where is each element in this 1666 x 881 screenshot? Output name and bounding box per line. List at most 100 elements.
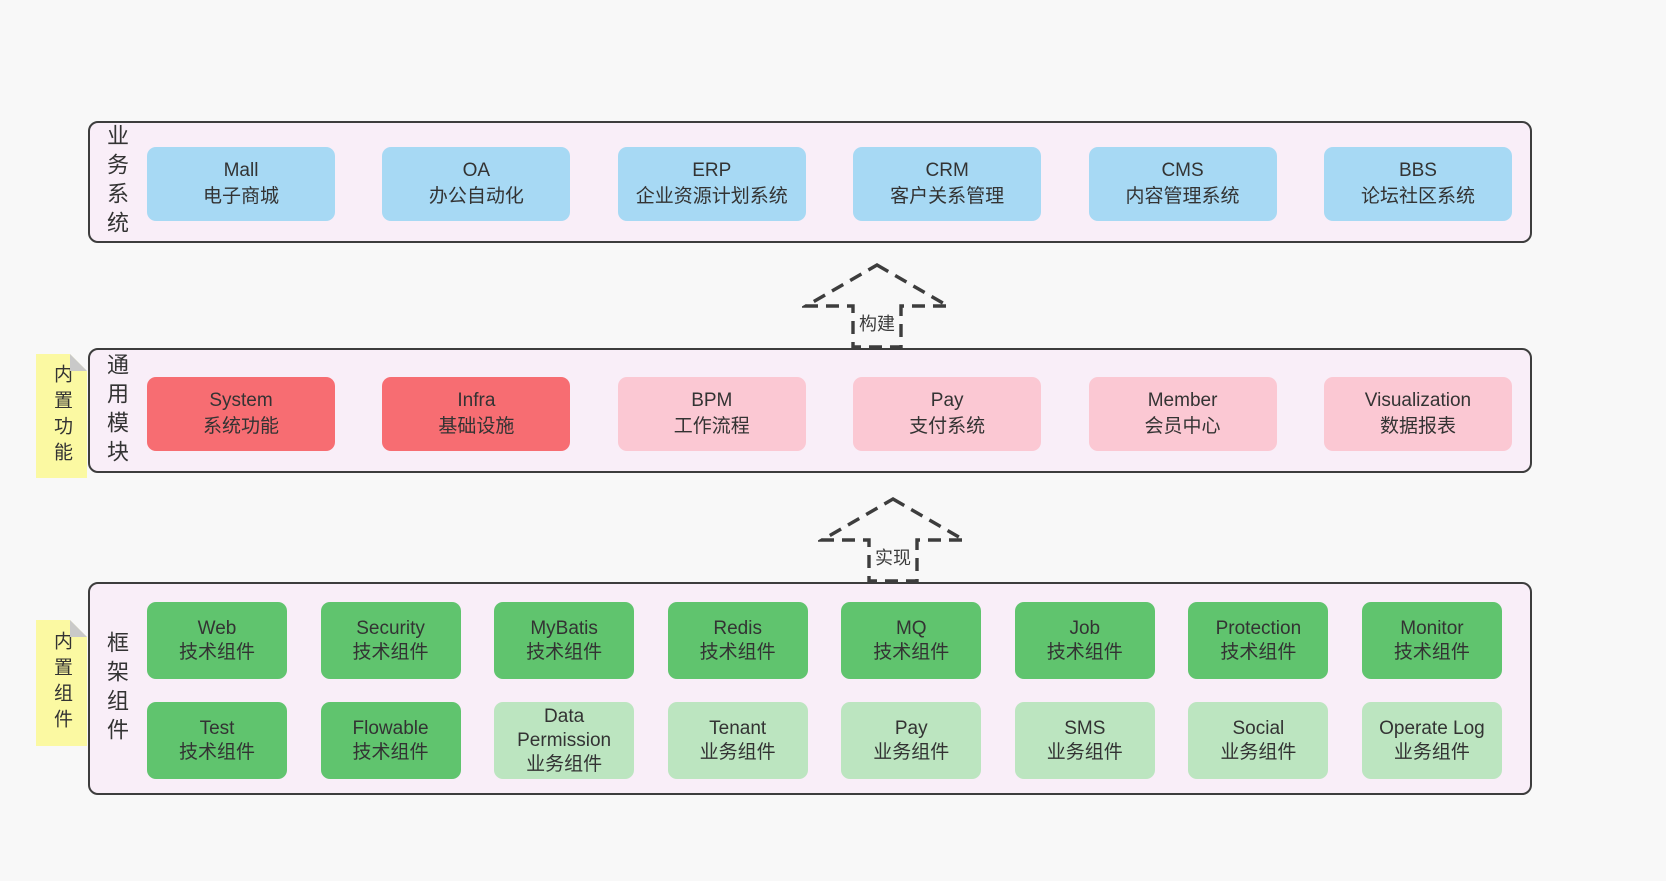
box-title: Social — [1232, 717, 1285, 739]
box-title: ERP — [692, 160, 732, 181]
box-title: SMS — [1064, 717, 1106, 739]
arrow-implement: 实现 — [818, 496, 968, 584]
panel-side-label: 通用模块 — [104, 352, 129, 469]
box-title: Job — [1069, 617, 1101, 639]
box-subtitle: 支付系统 — [909, 416, 986, 437]
arrow-label: 实现 — [871, 543, 915, 571]
box-subtitle: 工作流程 — [673, 416, 750, 437]
box-title: System — [209, 390, 273, 411]
box-title: Infra — [457, 390, 496, 411]
sticky-note-label: 内置功能 — [51, 364, 72, 468]
box-subtitle: 技术组件 — [352, 641, 429, 663]
box-title: MyBatis — [530, 617, 598, 639]
box-subtitle: 基础设施 — [438, 416, 515, 437]
box-subtitle: 业务组件 — [1220, 741, 1297, 763]
box-title: Redis — [713, 617, 762, 639]
diagram-box-bpm: BPM 工作流程 — [617, 377, 806, 451]
box-row: System 系统功能 Infra 基础设施 BPM 工作流程 Pay 支付系统 Member 会… — [147, 377, 1512, 451]
diagram-box-infra: Infra 基础设施 — [382, 377, 571, 451]
box-subtitle: 技术组件 — [526, 641, 603, 663]
diagram-box-system: System 系统功能 — [147, 377, 335, 451]
panel-side-label: 框架组件 — [104, 630, 129, 747]
box-subtitle: 技术组件 — [1393, 641, 1470, 663]
box-subtitle: 业务组件 — [526, 753, 603, 775]
box-subtitle: 业务组件 — [1393, 741, 1470, 763]
box-subtitle: 办公自动化 — [428, 186, 524, 207]
box-title: OA — [462, 160, 491, 181]
box-subtitle: 技术组件 — [1220, 641, 1297, 663]
arrow-label: 构建 — [855, 309, 899, 337]
sticky-note-built-in-components: 内置组件 — [36, 620, 87, 746]
box-subtitle: 技术组件 — [699, 641, 776, 663]
box-title: Security — [356, 617, 425, 639]
box-subtitle: 企业资源计划系统 — [635, 186, 788, 207]
sticky-note-label: 内置组件 — [51, 631, 72, 735]
box-title: Tenant — [709, 717, 767, 739]
box-title: Visualization — [1364, 390, 1472, 411]
box-title: Test — [199, 717, 235, 739]
box-subtitle: 业务组件 — [1046, 741, 1123, 763]
box-subtitle: 技术组件 — [1046, 641, 1123, 663]
box-title: Monitor — [1400, 617, 1464, 639]
up-arrow-icon — [818, 497, 968, 583]
box-subtitle: 论坛社区系统 — [1360, 186, 1475, 207]
panel-side-label: 业务系统 — [104, 124, 129, 240]
box-title: Mall — [223, 160, 259, 181]
diagram-box-mall: Mall 电子商城 — [147, 147, 335, 221]
box-title: MQ — [895, 617, 927, 639]
box-subtitle: 客户关系管理 — [890, 186, 1005, 207]
diagram-box-cms: CMS 内容管理系统 — [1088, 147, 1277, 221]
box-subtitle: 业务组件 — [873, 741, 950, 763]
box-subtitle: 技术组件 — [352, 741, 429, 763]
up-arrow-icon — [802, 263, 952, 349]
box-subtitle: 技术组件 — [178, 641, 255, 663]
box-title: Data Permission — [517, 705, 612, 751]
box-subtitle: 技术组件 — [873, 641, 950, 663]
box-subtitle: 内容管理系统 — [1125, 186, 1240, 207]
diagram-box-visualization: Visualization 数据报表 — [1323, 377, 1512, 451]
box-subtitle: 技术组件 — [178, 741, 255, 763]
diagram-box-pay: Pay 支付系统 — [853, 377, 1042, 451]
panel-common-modules: 通用模块 System 系统功能 Infra 基础设施 BPM 工作流程 Pay 支付系统 Me… — [88, 348, 1532, 473]
box-subtitle: 数据报表 — [1379, 416, 1456, 437]
box-subtitle: 业务组件 — [699, 741, 776, 763]
box-title: CMS — [1161, 160, 1204, 181]
box-title: Pay — [894, 717, 928, 739]
box-title: Web — [197, 617, 237, 639]
box-subtitle: 系统功能 — [202, 416, 279, 437]
box-title: Pay — [930, 390, 964, 411]
diagram-box-member: Member 会员中心 — [1088, 377, 1277, 451]
box-title: Operate Log — [1379, 717, 1485, 739]
box-title: BPM — [691, 390, 733, 411]
sticky-note-built-in-features: 内置功能 — [36, 354, 87, 478]
box-title: Flowable — [352, 717, 429, 739]
box-subtitle: 会员中心 — [1144, 416, 1221, 437]
box-subtitle: 电子商城 — [202, 186, 279, 207]
diagram-box-oa: OA 办公自动化 — [382, 147, 571, 221]
box-title: Protection — [1215, 617, 1302, 639]
box-title: Member — [1147, 390, 1218, 411]
arrow-build: 构建 — [802, 262, 952, 350]
diagram-box-erp: ERP 企业资源计划系统 — [617, 147, 806, 221]
